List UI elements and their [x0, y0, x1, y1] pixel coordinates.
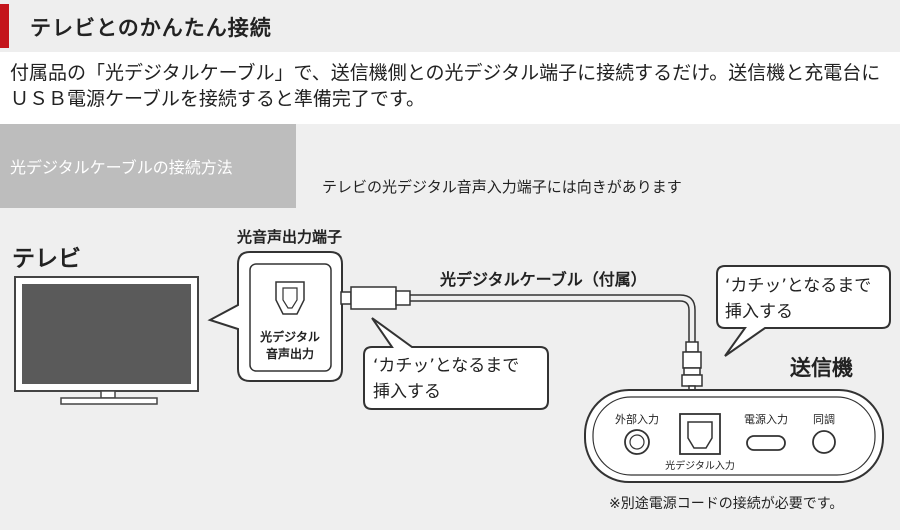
- port-power-label: 電源入力: [744, 412, 788, 426]
- port-optical-label: 光デジタル入力: [665, 459, 735, 472]
- diagram-illustration: テレビ 光音声出力端子 光デジタル 音声出力: [12, 228, 891, 512]
- click-callout-left: [363, 317, 549, 410]
- intro-text: 付属品の「光デジタルケーブル」で、送信機側との光デジタル端子に接続するだけ。送信…: [10, 62, 881, 110]
- click-right-line2: 挿入する: [725, 302, 793, 322]
- tv-port-caption-2: 音声出力: [266, 346, 314, 361]
- connection-diagram: 光デジタルケーブルの接続方法 テレビの光デジタル音声入力端子には向きがあります …: [0, 124, 900, 530]
- optical-cable-icon: [340, 286, 703, 404]
- click-left-line2: 挿入する: [373, 382, 441, 402]
- tv-label: テレビ: [12, 246, 81, 272]
- header-accent-bar: [0, 4, 9, 48]
- click-left-line1: ‘カチッ’となるまで: [373, 356, 519, 376]
- transmitter-label: 送信機: [790, 356, 853, 380]
- port-external-label: 外部入力: [615, 412, 659, 426]
- section-label: 光デジタルケーブルの接続方法: [10, 158, 233, 177]
- port-sync-label: 同調: [813, 412, 835, 426]
- click-right-line1: ‘カチッ’となるまで: [725, 276, 871, 296]
- power-footnote: ※別途電源コードの接続が必要です。: [609, 495, 843, 512]
- section-label-box: 光デジタルケーブルの接続方法: [0, 124, 296, 208]
- tv-port-caption-1: 光デジタル: [259, 329, 320, 344]
- usb-c-port-icon: [746, 435, 786, 451]
- cable-label: 光デジタルケーブル（付属）: [439, 270, 647, 289]
- page-title: テレビとのかんたん接続: [30, 16, 272, 40]
- orientation-note: テレビの光デジタル音声入力端子には向きがあります: [322, 178, 682, 196]
- tv-port-callout: [207, 251, 343, 382]
- tv-icon: [14, 276, 199, 405]
- transmitter-icon: [584, 389, 884, 483]
- tv-port-title: 光音声出力端子: [236, 228, 342, 246]
- click-callout-right: [716, 265, 891, 357]
- sync-button-icon: [812, 430, 836, 454]
- section-header: テレビとのかんたん接続: [0, 0, 900, 52]
